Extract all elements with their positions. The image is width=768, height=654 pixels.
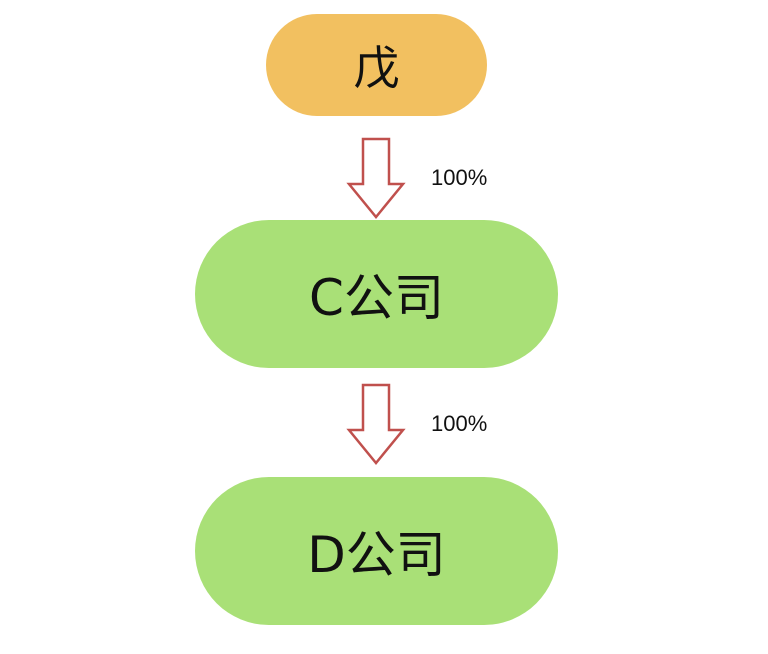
company-node-d: D公司 [195,477,558,625]
down-arrow-icon [346,383,406,465]
shareholder-node-wu: 戊 [266,14,487,116]
node-label: 戊 [353,41,400,95]
ownership-percent-label: 100% [431,165,488,190]
ownership-percent-label: 100% [431,411,488,436]
node-label: D公司 [307,526,446,584]
node-label: C公司 [309,269,444,327]
company-node-c: C公司 [195,220,558,368]
down-arrow-icon [346,137,406,219]
